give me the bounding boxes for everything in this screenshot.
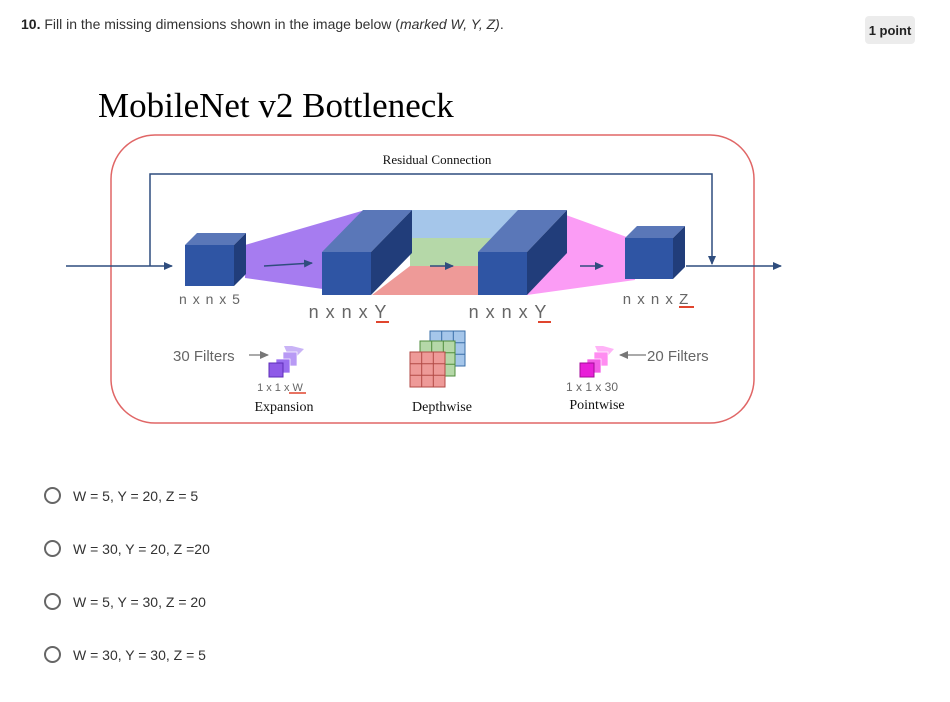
pointwise-filter-shape: 1 x 1 x 30 — [566, 380, 618, 394]
option-2-label: W = 30, Y = 20, Z =20 — [73, 540, 210, 557]
option-1-radio[interactable] — [44, 487, 61, 504]
question-number: 10. — [21, 16, 41, 32]
block-frame — [110, 134, 755, 424]
expansion-label: Expansion — [254, 400, 313, 415]
depthwise-filter-icon — [409, 330, 466, 388]
diagram-svg: Residual Connection n x n x 5 n x n x Y … — [66, 134, 782, 424]
question-text-prefix: Fill in the missing dimensions shown in … — [44, 16, 400, 32]
option-2[interactable]: W = 30, Y = 20, Z =20 — [44, 540, 210, 557]
pointwise-filter-icon — [579, 346, 614, 378]
expanded-block — [322, 210, 412, 295]
expansion-filter-shape: 1 x 1 x W — [257, 382, 303, 394]
residual-connection-line — [149, 173, 716, 266]
pointwise-label: Pointwise — [569, 398, 624, 413]
input-block — [185, 233, 246, 286]
expansion-filter-icon — [268, 346, 304, 378]
output-block — [625, 226, 685, 279]
option-1[interactable]: W = 5, Y = 20, Z = 5 — [44, 487, 198, 504]
depth-dim-label: n x n x Y — [469, 302, 548, 322]
question-text-suffix: . — [499, 16, 504, 32]
option-1-label: W = 5, Y = 20, Z = 5 — [73, 487, 199, 504]
points-badge: 1 point — [865, 16, 915, 44]
option-4-label: W = 30, Y = 30, Z = 5 — [73, 646, 206, 663]
pointwise-filter-count: 20 Filters — [647, 348, 709, 365]
figure-title: MobileNet v2 Bottleneck — [98, 86, 454, 125]
option-4-radio[interactable] — [44, 646, 61, 663]
input-dim-label: n x n x 5 — [179, 291, 241, 307]
expansion-filter-count: 30 Filters — [173, 348, 235, 365]
option-3[interactable]: W = 5, Y = 30, Z = 20 — [44, 593, 206, 610]
option-3-radio[interactable] — [44, 593, 61, 610]
question-text-marked: marked W, Y, Z) — [399, 16, 500, 32]
bottleneck-figure: MobileNet v2 Bottleneck — [66, 86, 782, 424]
depthwise-label: Depthwise — [412, 400, 472, 415]
depthwise-block — [478, 210, 567, 295]
residual-connection-label: Residual Connection — [383, 152, 492, 167]
option-4[interactable]: W = 30, Y = 30, Z = 5 — [44, 646, 206, 663]
option-2-radio[interactable] — [44, 540, 61, 557]
option-3-label: W = 5, Y = 30, Z = 20 — [73, 593, 206, 610]
question-text: Fill in the missing dimensions shown in … — [44, 16, 503, 32]
question-header: 10. Fill in the missing dimensions shown… — [21, 16, 504, 32]
expand-dim-label: n x n x Y — [309, 302, 388, 322]
expansion-flow-arrow — [263, 259, 313, 268]
output-dim-label: n x n x Z — [623, 291, 690, 308]
depthwise-blue-band — [410, 210, 520, 238]
